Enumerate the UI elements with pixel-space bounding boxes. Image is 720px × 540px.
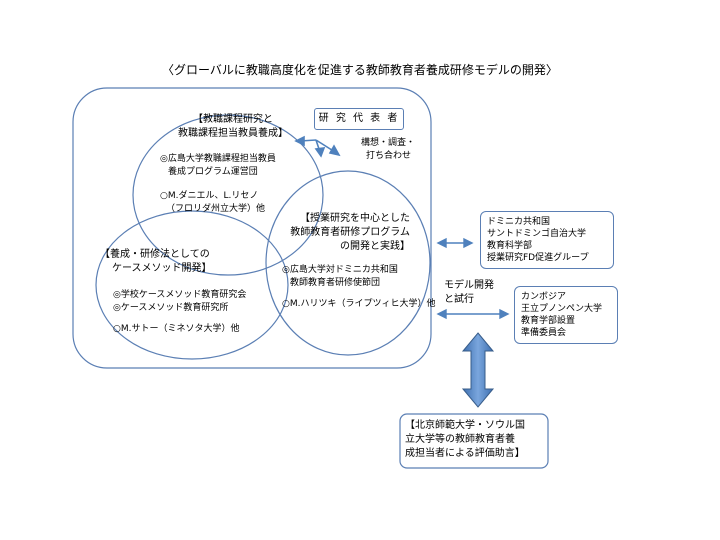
research-frame (72, 87, 432, 369)
model-development-label: モデル開発 と試行 (444, 280, 494, 305)
dominica-box: ドミニカ共和国 サントドミンゴ自治大学 教育科学部 授業研究FD促進グループ (480, 211, 614, 269)
evaluation-box (399, 413, 549, 469)
circle-left (95, 210, 289, 360)
circle-left-members: ◎学校ケースメソッド教育研究会 ◎ケースメソッド教育研究所 (113, 290, 247, 313)
evaluation-arrow (461, 332, 495, 408)
diagram-title: 〈グローバルに教職高度化を促進する教師教育者養成研修モデルの開発〉 (162, 63, 558, 77)
cambodia-arrow (436, 308, 510, 320)
circle-top (132, 114, 324, 276)
circle-top-partners: ○M.ダニエル、L.リセノ （フロリダ州立大学）他 (160, 191, 266, 214)
dominica-arrow (436, 237, 474, 249)
circle-right-members: ◎広島大学対ドミニカ共和国 教師教育者研修使節団 (282, 265, 398, 288)
representative-note: 構想・調査・ 打ち合わせ (361, 138, 416, 161)
cambodia-box: カンボジア 王立プノンペン大学 教育学部設置 準備委員会 (514, 286, 618, 344)
circle-right-partners: ○M.ハリツキ（ライプツィヒ大学）他 (282, 299, 436, 309)
circle-right-heading: 【授業研究を中心とした 教師教育者研修プログラム の開発と実践】 (290, 213, 410, 252)
circle-top-members: ◎広島大学教職課程担当教員 養成プログラム運営団 (160, 154, 276, 177)
circle-right (265, 170, 431, 356)
research-representative-box: 研 究 代 表 者 (314, 108, 404, 130)
circle-top-heading: 【教職課程研究と 教職課程担当教員養成】 (178, 114, 288, 139)
evaluation-text: 【北京師範大学・ソウル国 立大学等の教師教育者養 成担当者による評価助言】 (405, 420, 525, 459)
representative-arrows (294, 135, 341, 158)
circle-left-heading: 【養成・研修法としての ケースメソッド開発】 (100, 249, 212, 274)
circle-left-partners: ○M.サトー（ミネソタ大学）他 (113, 324, 240, 334)
